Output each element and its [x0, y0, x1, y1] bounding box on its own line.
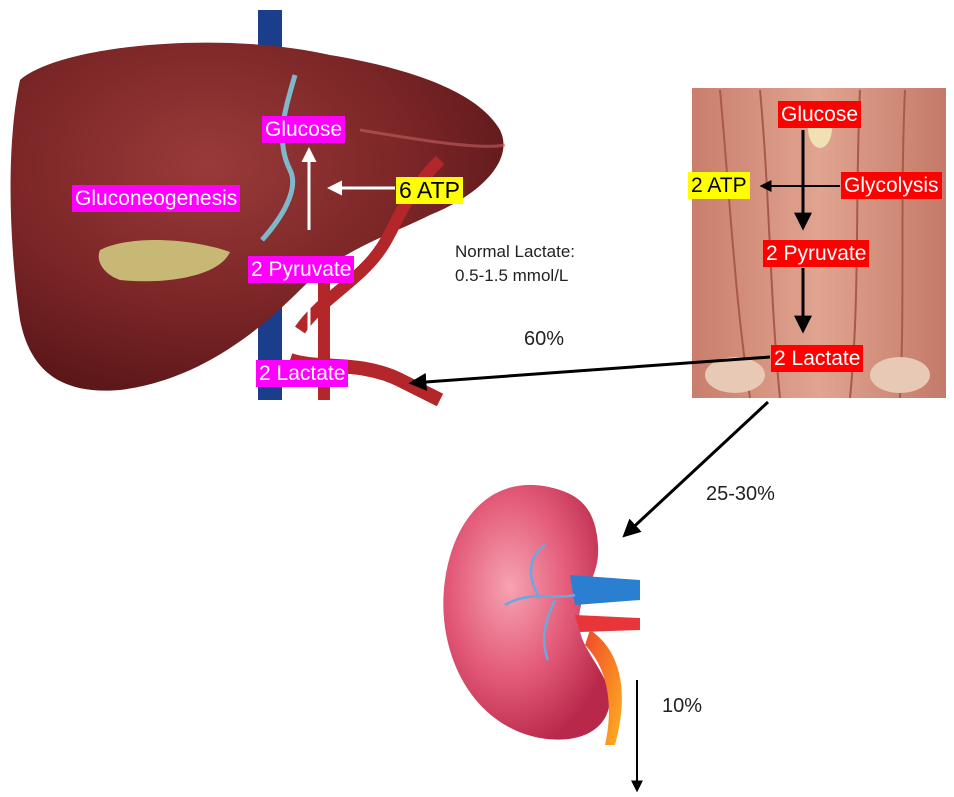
muscle-atp-label: 2 ATP — [688, 172, 750, 199]
liver-lobe — [11, 43, 504, 391]
normal-lactate-note: Normal Lactate: 0.5-1.5 mmol/L — [455, 240, 575, 288]
renal-artery — [575, 615, 640, 632]
liver-lactate-label: 2 Lactate — [256, 360, 348, 387]
liver-glucose-label: Glucose — [262, 116, 345, 143]
muscle-pyruvate-label: 2 Pyruvate — [763, 240, 869, 267]
normal-lactate-range: 0.5-1.5 mmol/L — [455, 264, 575, 288]
percent-to-kidney: 25-30% — [706, 483, 775, 506]
liver-pyruvate-label: 2 Pyruvate — [248, 256, 354, 283]
muscle-glucose-label: Glucose — [778, 101, 861, 128]
normal-lactate-title: Normal Lactate: — [455, 240, 575, 264]
percent-to-liver: 60% — [524, 328, 564, 351]
gluconeogenesis-label: Gluconeogenesis — [72, 185, 240, 212]
muscle-lactate-label: 2 Lactate — [771, 345, 863, 372]
kidney-illustration — [443, 485, 640, 745]
arrow-muscle-to-kidney — [625, 402, 768, 535]
glycolysis-label: Glycolysis — [841, 172, 942, 199]
kidney-body — [443, 485, 609, 740]
renal-vein — [570, 575, 640, 605]
percent-excreted: 10% — [662, 695, 702, 718]
liver-atp-label: 6 ATP — [396, 177, 463, 204]
